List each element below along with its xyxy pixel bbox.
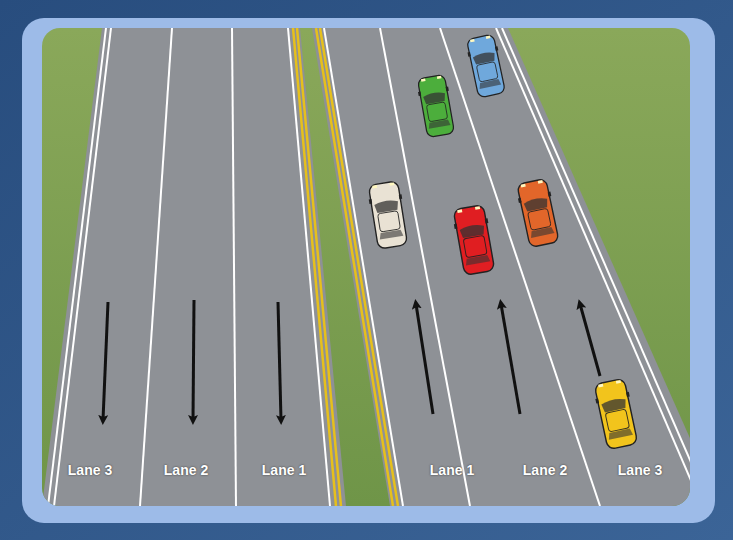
white-car <box>367 181 410 250</box>
lane-lines <box>48 28 690 506</box>
lane-label: Lane 3 <box>618 462 662 478</box>
lane-label: Lane 3 <box>68 462 112 478</box>
red-car <box>451 204 496 275</box>
yellow-lines <box>293 28 398 506</box>
right-road <box>312 28 690 506</box>
direction-arrows <box>103 300 600 420</box>
green-car <box>416 74 456 138</box>
left-road <box>42 28 346 506</box>
lane-label: Lane 1 <box>262 462 306 478</box>
blue-car <box>465 34 507 99</box>
lane-label: Lane 2 <box>164 462 208 478</box>
scene <box>42 28 690 506</box>
orange-car <box>515 178 561 248</box>
yellow-car <box>592 378 639 450</box>
lane-label: Lane 2 <box>523 462 567 478</box>
lane-label: Lane 1 <box>430 462 474 478</box>
cars <box>367 34 640 450</box>
